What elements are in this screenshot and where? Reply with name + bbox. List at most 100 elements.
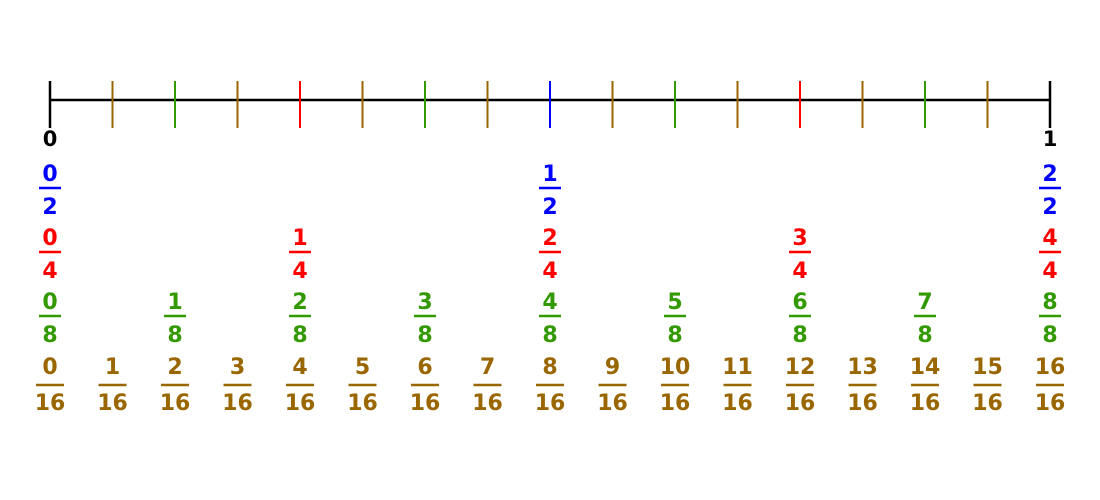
fraction-numerator: 13: [847, 355, 878, 380]
fraction-numerator: 6: [417, 355, 432, 380]
fraction-numerator: 1: [542, 162, 557, 187]
fraction-numerator: 1: [167, 290, 182, 315]
fraction-denominator: 8: [1042, 323, 1057, 348]
fraction-denominator: 8: [667, 323, 682, 348]
fraction-denominator: 8: [42, 323, 57, 348]
fraction-denominator: 16: [1035, 391, 1066, 416]
fraction-numerator: 12: [785, 355, 816, 380]
fraction-label: 18: [164, 290, 186, 348]
fraction-denominator: 16: [222, 391, 253, 416]
fraction-numerator: 4: [1042, 226, 1057, 251]
fraction-denominator: 16: [35, 391, 66, 416]
fraction-denominator: 16: [910, 391, 941, 416]
fraction-label: 08: [39, 290, 61, 348]
fraction-label: 516: [347, 355, 378, 416]
fraction-numerator: 2: [542, 226, 557, 251]
fraction-numerator: 0: [42, 162, 57, 187]
fraction-denominator: 16: [535, 391, 566, 416]
fraction-numerator: 14: [910, 355, 941, 380]
fraction-denominator: 16: [785, 391, 816, 416]
fraction-label: 416: [285, 355, 316, 416]
fraction-numerator: 0: [42, 355, 57, 380]
fraction-label: 04: [39, 226, 61, 284]
fraction-denominator: 16: [410, 391, 441, 416]
fraction-denominator: 16: [472, 391, 503, 416]
fraction-label: 44: [1039, 226, 1061, 284]
end-label: 1: [1043, 127, 1058, 151]
fraction-label: 78: [914, 290, 936, 348]
fraction-numerator: 7: [480, 355, 495, 380]
fraction-label: 716: [472, 355, 503, 416]
fraction-label: 016: [35, 355, 66, 416]
fraction-label: 816: [535, 355, 566, 416]
fraction-denominator: 8: [792, 323, 807, 348]
fraction-label: 24: [539, 226, 561, 284]
fraction-numerator: 2: [292, 290, 307, 315]
fraction-denominator: 16: [97, 391, 128, 416]
fraction-numerator: 4: [292, 355, 307, 380]
fraction-denominator: 16: [285, 391, 316, 416]
fraction-denominator: 16: [347, 391, 378, 416]
fraction-label: 38: [414, 290, 436, 348]
fraction-numerator: 6: [792, 290, 807, 315]
fraction-numerator: 0: [42, 226, 57, 251]
fraction-numerator: 5: [667, 290, 682, 315]
fraction-label: 616: [410, 355, 441, 416]
fraction-denominator: 8: [542, 323, 557, 348]
fraction-denominator: 16: [597, 391, 628, 416]
fraction-label: 34: [789, 226, 811, 284]
fraction-label: 14: [289, 226, 311, 284]
fraction-denominator: 16: [972, 391, 1003, 416]
fraction-label: 916: [597, 355, 628, 416]
fraction-denominator: 16: [722, 391, 753, 416]
fraction-denominator: 8: [292, 323, 307, 348]
fraction-label: 12: [539, 162, 561, 220]
fraction-label: 116: [97, 355, 128, 416]
fraction-denominator: 4: [542, 259, 557, 284]
fraction-denominator: 8: [167, 323, 182, 348]
fraction-numerator: 15: [972, 355, 1003, 380]
fraction-label: 48: [539, 290, 561, 348]
fraction-numerator: 16: [1035, 355, 1066, 380]
fraction-denominator: 8: [417, 323, 432, 348]
fraction-numerator: 8: [542, 355, 557, 380]
fraction-denominator: 16: [660, 391, 691, 416]
fraction-numerator: 3: [230, 355, 245, 380]
fraction-numerator: 1: [292, 226, 307, 251]
fraction-numerator: 9: [605, 355, 620, 380]
fraction-numerator: 2: [1042, 162, 1057, 187]
tick-marks: [48, 81, 1052, 128]
fraction-numerator: 4: [542, 290, 557, 315]
fraction-numerator: 10: [660, 355, 691, 380]
fraction-label: 216: [160, 355, 191, 416]
fraction-label: 68: [789, 290, 811, 348]
start-label: 0: [43, 127, 58, 151]
fraction-numerator: 3: [417, 290, 432, 315]
fraction-numerator: 7: [917, 290, 932, 315]
fraction-denominator: 16: [847, 391, 878, 416]
fraction-label: 02: [39, 162, 61, 220]
fraction-numerator: 5: [355, 355, 370, 380]
fraction-numerator: 2: [167, 355, 182, 380]
fraction-numerator: 3: [792, 226, 807, 251]
fraction-numerator: 11: [722, 355, 753, 380]
fraction-denominator: 16: [160, 391, 191, 416]
fraction-denominator: 2: [1042, 195, 1057, 220]
fraction-denominator: 4: [292, 259, 307, 284]
fraction-numerator: 1: [105, 355, 120, 380]
fraction-denominator: 4: [42, 259, 57, 284]
fraction-denominator: 8: [917, 323, 932, 348]
fraction-numerator: 0: [42, 290, 57, 315]
fraction-denominator: 2: [42, 195, 57, 220]
fraction-numerator: 8: [1042, 290, 1057, 315]
fraction-label: 28: [289, 290, 311, 348]
fraction-label: 58: [664, 290, 686, 348]
